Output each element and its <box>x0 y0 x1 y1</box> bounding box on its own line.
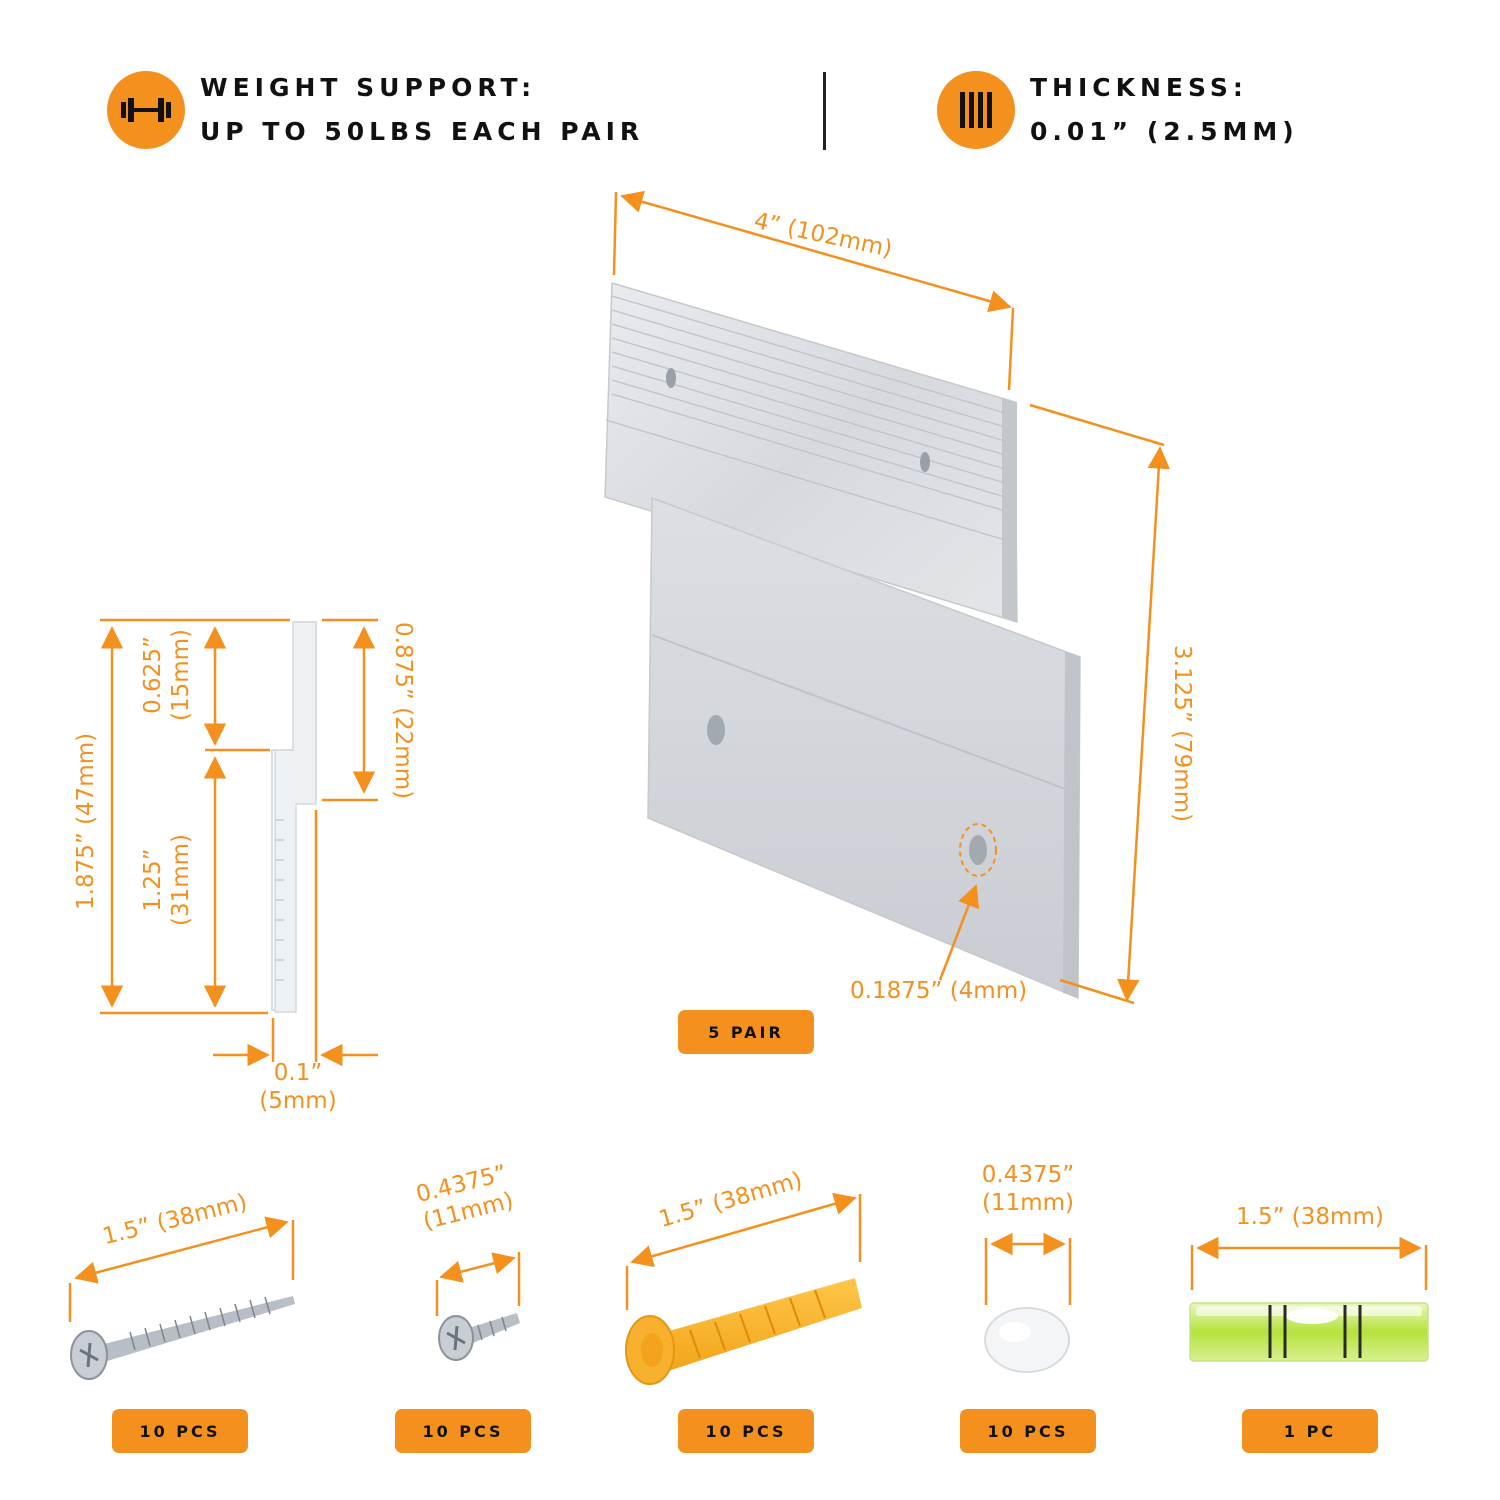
bracket-hole <box>707 715 725 745</box>
profile-right-height-label: 0.875” (22mm) <box>390 622 416 800</box>
thickness-title: THICKNESS: <box>1030 73 1248 102</box>
profile-bottom-section-metric: (31mm) <box>167 833 194 927</box>
short-screw-dimension <box>435 1252 521 1316</box>
wall-anchor-dimension <box>625 1192 862 1310</box>
long-screw-image <box>70 1296 295 1380</box>
profile-top-section-value: 0.625” <box>140 636 166 714</box>
level-bubble <box>1286 1308 1338 1324</box>
bubble-level-qty-badge: 1 PC <box>1242 1409 1378 1453</box>
short-screw-qty-badge: 10 PCS <box>395 1409 531 1453</box>
bracket-hole <box>666 368 676 388</box>
header-divider <box>823 72 826 150</box>
profile-top-section-metric: (15mm) <box>167 628 194 722</box>
bracket-lower-piece <box>647 496 1081 1000</box>
bracket-hole <box>969 835 987 865</box>
profile-dimension-lines <box>100 618 378 1067</box>
dumbbell-icon <box>107 71 185 149</box>
bubble-level-dim-label: 1.5” (38mm) <box>1236 1204 1384 1230</box>
bubble-level-image <box>1189 1302 1429 1362</box>
profile-total-height-label: 1.875” (47mm) <box>73 732 99 910</box>
profile-bottom-section-label: 1.25” (31mm) <box>140 820 195 940</box>
bracket-height-label: 3.125” (79mm) <box>1169 645 1195 823</box>
weight-support-spec: WEIGHT SUPPORT: UP TO 50LBS EACH PAIR <box>200 66 644 154</box>
wall-anchor-qty-badge: 10 PCS <box>678 1409 814 1453</box>
bumper-pad-dim-value: 0.4375” <box>981 1162 1075 1188</box>
bracket-hole <box>920 452 930 472</box>
long-screw-dimension <box>68 1216 295 1322</box>
weight-support-title: WEIGHT SUPPORT: <box>200 73 537 102</box>
bumper-pad-dim-metric: (11mm) <box>981 1189 1075 1216</box>
profile-top-section-label: 0.625” (15mm) <box>140 615 195 735</box>
long-screw-qty-badge: 10 PCS <box>112 1409 248 1453</box>
wall-anchor-image <box>625 1278 862 1385</box>
bubble-level-dimension <box>1190 1236 1428 1290</box>
profile-thickness-metric: (5mm) <box>259 1087 337 1114</box>
bracket-dimension-lines <box>612 190 1170 1005</box>
bumper-pad-dimension <box>984 1232 1072 1305</box>
short-screw-image <box>438 1313 520 1361</box>
profile-bottom-section-value: 1.25” <box>140 848 166 912</box>
thickness-value: 0.01” (2.5MM) <box>1030 117 1299 146</box>
bracket-hole-label: 0.1875” (4mm) <box>850 978 1028 1004</box>
hole-highlight-circle <box>959 823 997 877</box>
bracket-profile-view <box>271 621 317 1013</box>
weight-support-value: UP TO 50LBS EACH PAIR <box>200 117 645 146</box>
profile-thickness-value: 0.1” <box>273 1060 323 1086</box>
bumper-pad-dim-label: 0.4375” (11mm) <box>968 1162 1088 1217</box>
thickness-spec: THICKNESS: 0.01” (2.5MM) <box>1030 66 1299 154</box>
profile-thickness-label: 0.1” (5mm) <box>238 1060 358 1115</box>
thickness-bars-icon <box>937 71 1015 149</box>
bumper-pad-qty-badge: 10 PCS <box>960 1409 1096 1453</box>
bracket-pair-badge: 5 PAIR <box>678 1010 814 1054</box>
bumper-pad-image <box>984 1307 1070 1373</box>
bracket-upper-piece <box>604 282 1018 624</box>
